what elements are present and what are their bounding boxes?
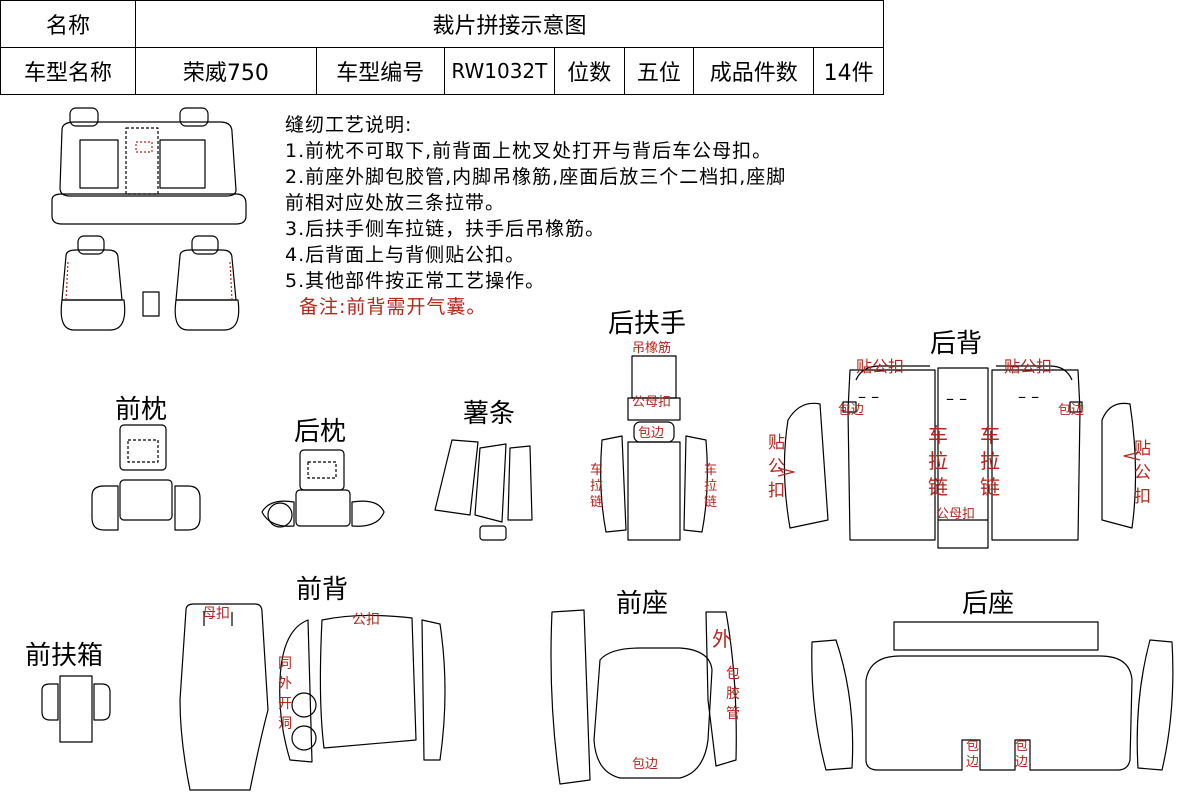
svg-text:贴: 贴 <box>1134 439 1151 459</box>
svg-text:链: 链 <box>928 475 948 499</box>
sewing-notes: 缝纫工艺说明: 1.前枕不可取下,前背面上枕叉处打开与背后车公母扣。 2.前座外… <box>285 112 786 320</box>
note-stick-male-side-left: 贴 公 扣 <box>768 433 785 501</box>
rear-back-pieces <box>777 365 1141 549</box>
note-zipper-back-right: 车 拉 链 <box>980 423 1000 499</box>
svg-text:链: 链 <box>590 495 603 510</box>
svg-text:边: 边 <box>966 755 979 770</box>
note-male-female-armrest: 公母扣 <box>632 395 671 410</box>
title-rear-headrest: 后枕 <box>294 417 346 447</box>
diagram-title: 裁片拼接示意图 <box>135 0 884 48</box>
svg-text:– –: – – <box>858 387 879 406</box>
title-front-back: 前背 <box>296 575 348 605</box>
note-edging-rear-seat-left: 包 边 <box>966 739 979 770</box>
note-stick-male-left: 贴公扣 <box>856 357 904 376</box>
notes-line-3: 前相对应处放三条拉带。 <box>285 192 506 214</box>
svg-text:拉: 拉 <box>590 479 603 494</box>
svg-text:车: 车 <box>928 423 948 447</box>
model-code-value: RW1032T <box>443 47 555 95</box>
note-zipper-back-left: 车 拉 链 <box>928 423 948 499</box>
potato-strip-pieces <box>434 439 533 541</box>
svg-text:车: 车 <box>704 462 717 478</box>
model-code-label: 车型编号 <box>315 47 445 95</box>
note-edging-front-seat: 包边 <box>632 757 658 772</box>
title-front-seat: 前座 <box>616 589 668 619</box>
svg-text:同: 同 <box>278 656 292 672</box>
note-male-buckle: 公扣 <box>352 612 380 628</box>
dash-marks: – – – – – – <box>858 387 1039 408</box>
name-label: 名称 <box>0 0 136 48</box>
rear-seat-pieces <box>811 621 1174 771</box>
notes-title: 缝纫工艺说明: <box>285 114 413 136</box>
svg-text:外: 外 <box>278 676 292 692</box>
svg-text:边: 边 <box>1015 755 1028 770</box>
title-rear-seat: 后座 <box>962 589 1014 619</box>
svg-text:– –: – – <box>946 389 967 408</box>
header-row-1: 名称 裁片拼接示意图 <box>0 0 884 48</box>
process-annotations: 吊橡筋 公母扣 包边 车 拉 链 车 拉 链 贴公扣 贴公扣 包边 包边 车 拉… <box>202 340 1151 772</box>
front-headrest-pieces <box>91 424 201 531</box>
notes-remark: 备注:前背需开气囊。 <box>299 296 487 318</box>
header-table: 名称 裁片拼接示意图 车型名称 荣威750 车型编号 RW1032T 位数 五位… <box>0 0 884 95</box>
svg-text:拉: 拉 <box>980 449 1000 473</box>
svg-text:– –: – – <box>1018 387 1039 406</box>
title-front-headrest: 前枕 <box>115 395 167 425</box>
svg-text:开: 开 <box>278 696 292 712</box>
pieces-label: 成品件数 <box>693 47 815 95</box>
svg-text:包: 包 <box>966 739 979 754</box>
svg-text:公: 公 <box>1134 463 1151 483</box>
header-row-2: 车型名称 荣威750 车型编号 RW1032T 位数 五位 成品件数 14件 <box>0 47 884 95</box>
section-titles: 前枕 后枕 薯条 后扶手 后背 前扶箱 前背 前座 后座 <box>25 309 1014 671</box>
notes-line-2: 2.前座外脚包胶管,内脚吊橡筋,座面后放三个二档扣,座脚 <box>285 166 787 188</box>
svg-text:车: 车 <box>590 462 603 478</box>
svg-text:洞: 洞 <box>278 716 292 732</box>
note-edging-rear-seat-right: 包 边 <box>1015 739 1028 770</box>
svg-text:公: 公 <box>768 457 785 477</box>
pieces-value: 14件 <box>813 47 884 95</box>
notes-line-1: 1.前枕不可取下,前背面上枕叉处打开与背后车公母扣。 <box>285 140 773 162</box>
title-potato-strip: 薯条 <box>463 399 515 429</box>
notes-line-6: 5.其他部件按正常工艺操作。 <box>285 270 546 292</box>
note-edging-back-left: 包边 <box>838 403 864 418</box>
title-front-armrest-box: 前扶箱 <box>25 641 103 671</box>
seat-overview-illustration <box>51 107 247 331</box>
rear-headrest-pieces <box>261 449 385 528</box>
svg-text:扣: 扣 <box>768 481 785 501</box>
model-name-value: 荣威750 <box>135 47 317 95</box>
svg-text:包: 包 <box>1015 739 1028 754</box>
svg-text:贴: 贴 <box>768 433 785 453</box>
seats-label: 位数 <box>553 47 625 95</box>
svg-text:胶: 胶 <box>726 685 740 702</box>
note-same-hole: 同 外 开 洞 <box>278 656 292 732</box>
notes-line-5: 4.后背面上与背侧贴公扣。 <box>285 244 526 266</box>
note-zipper-armrest-right: 车 拉 链 <box>704 462 717 510</box>
note-female-buckle: 母扣 <box>202 606 230 622</box>
front-seat-pieces <box>550 609 737 785</box>
note-outer: 外 <box>712 627 732 651</box>
svg-text:链: 链 <box>704 495 717 510</box>
note-rubber-tube: 包 胶 管 <box>726 666 740 722</box>
note-stick-male-side-right: 贴 公 扣 <box>1134 439 1151 507</box>
note-edging-armrest: 包边 <box>638 426 664 441</box>
note-stick-male-right: 贴公扣 <box>1004 357 1052 376</box>
note-hang-elastic: 吊橡筋 <box>632 340 671 356</box>
svg-text:拉: 拉 <box>928 449 948 473</box>
svg-text:管: 管 <box>726 706 740 722</box>
note-male-female-back: 公母扣 <box>936 507 975 522</box>
model-name-label: 车型名称 <box>0 47 136 95</box>
front-armrest-box-pieces <box>41 675 111 743</box>
seats-value: 五位 <box>623 47 695 95</box>
title-rear-armrest: 后扶手 <box>608 309 686 339</box>
title-rear-back: 后背 <box>930 329 982 359</box>
rear-armrest-pieces <box>600 355 708 541</box>
svg-text:拉: 拉 <box>704 479 717 494</box>
svg-text:扣: 扣 <box>1134 487 1151 507</box>
svg-text:链: 链 <box>980 475 1000 499</box>
notes-line-4: 3.后扶手侧车拉链，扶手后吊橡筋。 <box>285 218 606 240</box>
svg-text:车: 车 <box>980 423 1000 447</box>
svg-text:包: 包 <box>726 666 740 682</box>
front-back-pieces <box>179 603 446 791</box>
note-zipper-armrest-left: 车 拉 链 <box>590 462 603 510</box>
note-edging-back-right: 包边 <box>1058 403 1084 418</box>
